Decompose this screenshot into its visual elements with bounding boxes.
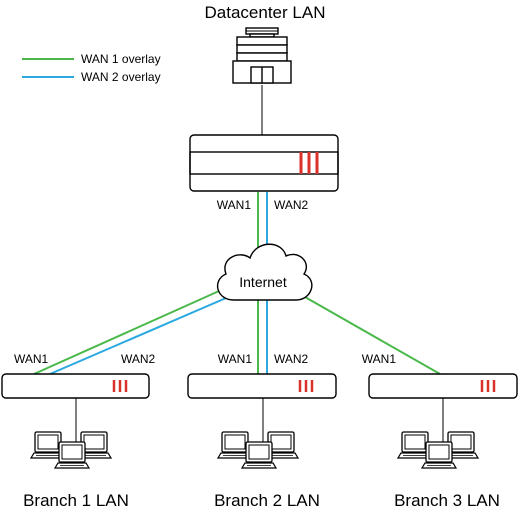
- hub-firewall: [189, 134, 339, 192]
- branch2-label: Branch 2 LAN: [214, 491, 320, 510]
- cloud-icon: [216, 243, 313, 301]
- branch1-wan2-overlay: [49, 294, 234, 375]
- firewall-icon: [480, 380, 496, 392]
- firewall-icon: [298, 380, 314, 392]
- branch2-firewall: [187, 373, 337, 399]
- cloud-label: Internet: [239, 274, 287, 290]
- branch1-wan2-label: WAN2: [121, 352, 156, 366]
- branch3-wan1-overlay: [297, 292, 441, 375]
- branch1-wan1-overlay: [33, 286, 229, 375]
- branch3-firewall: [368, 373, 518, 399]
- branch2-wan2-label: WAN2: [274, 352, 309, 366]
- branch1-wan1-label: WAN1: [14, 352, 49, 366]
- firewall-icon: [299, 152, 319, 174]
- legend-wan2-label: WAN 2 overlay: [81, 70, 161, 84]
- branch2-wan1-label: WAN1: [218, 352, 253, 366]
- datacenter-label: Datacenter LAN: [205, 3, 326, 22]
- computer-icon: [218, 432, 298, 468]
- legend-wan1-label: WAN 1 overlay: [81, 52, 161, 66]
- firewall-icon: [112, 380, 128, 392]
- legend: WAN 1 overlay WAN 2 overlay: [22, 52, 161, 84]
- hub-wan2-label: WAN2: [274, 198, 309, 212]
- computer-icon: [398, 432, 478, 468]
- building-icon: [232, 27, 292, 84]
- hub-wan1-label: WAN1: [217, 198, 252, 212]
- branch1-firewall: [1, 373, 150, 399]
- branch1-label: Branch 1 LAN: [23, 491, 129, 510]
- branch3-label: Branch 3 LAN: [394, 491, 500, 510]
- branch3-wan1-label: WAN1: [362, 352, 397, 366]
- computer-icon: [31, 432, 111, 468]
- connection-lines: [33, 85, 444, 442]
